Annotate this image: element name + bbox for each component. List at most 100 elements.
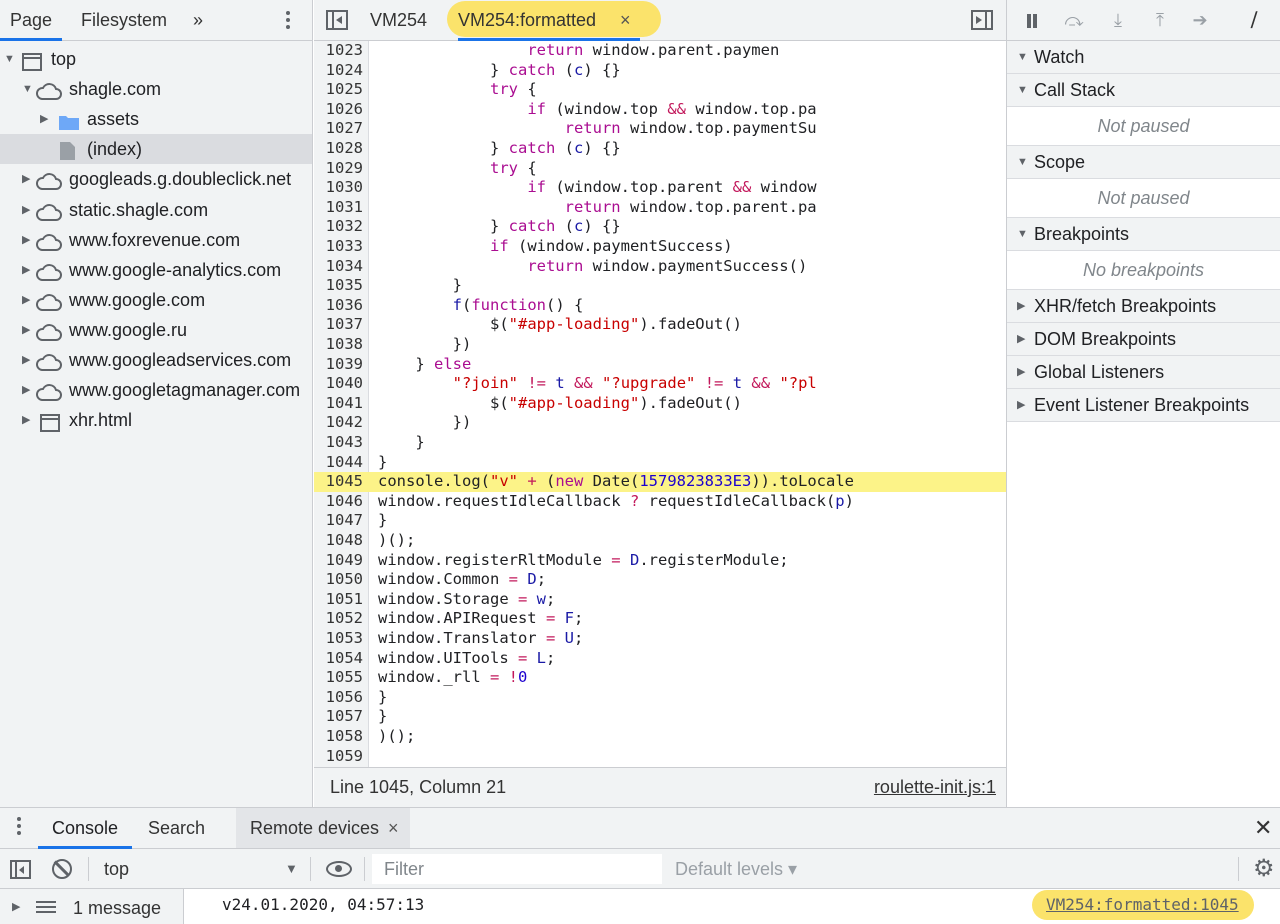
- line-number[interactable]: 1050: [325, 570, 363, 589]
- code-line[interactable]: 1028 } catch (c) {}: [314, 139, 1006, 159]
- drawer-menu-icon[interactable]: [14, 816, 24, 840]
- line-number[interactable]: 1028: [325, 139, 363, 157]
- line-number[interactable]: 1053: [325, 629, 363, 647]
- line-number[interactable]: 1036: [325, 295, 363, 314]
- more-options-icon[interactable]: [282, 9, 294, 31]
- tree-item[interactable]: ▶xhr.html: [0, 405, 312, 435]
- line-number[interactable]: 1043: [325, 433, 363, 451]
- line-number[interactable]: 1024: [325, 60, 363, 79]
- code-line[interactable]: 1033 if (window.paymentSuccess): [314, 237, 1006, 257]
- line-number[interactable]: 1058: [325, 727, 363, 745]
- line-number[interactable]: 1032: [325, 217, 363, 236]
- more-tabs-button[interactable]: »: [193, 10, 204, 30]
- line-number[interactable]: 1037: [325, 315, 363, 334]
- line-number[interactable]: 1055: [325, 668, 363, 687]
- collapsed-arrow-icon[interactable]: ▶: [22, 293, 31, 306]
- code-line[interactable]: 1035 }: [314, 276, 1006, 296]
- code-line[interactable]: 1056}: [314, 688, 1006, 708]
- tree-item[interactable]: ▶googleads.g.doubleclick.net: [0, 164, 312, 194]
- code-line[interactable]: 1036 f(function() {: [314, 296, 1006, 316]
- tab-page[interactable]: Page: [0, 0, 63, 41]
- tree-item[interactable]: ▶static.shagle.com: [0, 195, 312, 225]
- line-number[interactable]: 1038: [325, 335, 363, 353]
- dropdown-caret-icon[interactable]: ▼: [285, 861, 298, 876]
- step-over-icon[interactable]: ⤼: [1064, 10, 1084, 30]
- line-number[interactable]: 1023: [325, 41, 363, 59]
- tree-item[interactable]: ▶www.google.ru: [0, 315, 312, 345]
- line-number[interactable]: 1030: [325, 178, 363, 197]
- collapsed-arrow-icon[interactable]: ▶: [22, 233, 31, 246]
- message-count[interactable]: 1 message: [73, 898, 162, 918]
- tree-item[interactable]: ▶www.googleadservices.com: [0, 345, 312, 375]
- line-number[interactable]: 1045: [325, 472, 363, 491]
- line-number[interactable]: 1052: [325, 609, 363, 628]
- code-line[interactable]: 1027 return window.top.paymentSu: [314, 119, 1006, 139]
- code-line[interactable]: 1059: [314, 747, 1006, 767]
- line-number[interactable]: 1034: [325, 256, 363, 275]
- live-expression-eye-icon[interactable]: [326, 861, 352, 877]
- close-tab-icon[interactable]: ×: [620, 10, 631, 30]
- tree-item[interactable]: (index): [0, 134, 312, 165]
- tree-item[interactable]: ▶www.foxrevenue.com: [0, 225, 312, 255]
- code-line[interactable]: 1048)();: [314, 531, 1006, 551]
- gear-icon[interactable]: ⚙: [1253, 855, 1275, 882]
- collapsed-arrow-icon[interactable]: ▶: [22, 203, 31, 216]
- step-out-icon[interactable]: ⤒: [1156, 10, 1164, 30]
- context-select[interactable]: top: [104, 859, 130, 879]
- code-line[interactable]: 1057}: [314, 707, 1006, 727]
- line-number[interactable]: 1056: [325, 687, 363, 706]
- section-watch[interactable]: ▼Watch: [1007, 41, 1280, 74]
- collapsed-arrow-icon[interactable]: ▶: [1017, 366, 1026, 378]
- expanded-arrow-icon[interactable]: ▼: [1017, 84, 1028, 96]
- expand-arrow-icon[interactable]: ▶: [12, 901, 21, 913]
- expanded-arrow-icon[interactable]: ▼: [1017, 156, 1028, 168]
- line-number[interactable]: 1059: [325, 746, 363, 765]
- line-number[interactable]: 1054: [325, 648, 363, 667]
- code-line[interactable]: 1029 try {: [314, 159, 1006, 179]
- tab-search[interactable]: Search: [148, 818, 206, 838]
- collapsed-arrow-icon[interactable]: ▶: [40, 113, 49, 126]
- collapsed-arrow-icon[interactable]: ▶: [22, 384, 31, 397]
- toggle-debugger-icon[interactable]: [971, 10, 993, 30]
- tree-item[interactable]: ▼top: [0, 44, 312, 74]
- code-line[interactable]: 1023 return window.parent.paymen: [314, 41, 1006, 61]
- tree-item[interactable]: ▶assets: [0, 104, 312, 134]
- line-number[interactable]: 1039: [325, 354, 363, 373]
- line-number[interactable]: 1042: [325, 413, 363, 432]
- code-line[interactable]: 1041 $("#app-loading").fadeOut(): [314, 394, 1006, 414]
- collapsed-arrow-icon[interactable]: ▶: [22, 173, 31, 186]
- code-line[interactable]: 1037 $("#app-loading").fadeOut(): [314, 315, 1006, 335]
- line-number[interactable]: 1031: [325, 197, 363, 216]
- section-global-listeners[interactable]: ▶Global Listeners: [1007, 356, 1280, 389]
- step-into-icon[interactable]: ⤓: [1114, 10, 1122, 30]
- line-number[interactable]: 1027: [325, 119, 363, 138]
- tree-item[interactable]: ▶www.googletagmanager.com: [0, 375, 312, 405]
- code-line[interactable]: 1024 } catch (c) {}: [314, 61, 1006, 81]
- filter-input[interactable]: [372, 854, 662, 884]
- tree-item[interactable]: ▶www.google-analytics.com: [0, 255, 312, 285]
- code-line[interactable]: 1034 return window.paymentSuccess(): [314, 257, 1006, 277]
- code-line[interactable]: 1039 } else: [314, 355, 1006, 375]
- line-number[interactable]: 1044: [325, 452, 363, 471]
- tab-console[interactable]: Console: [37, 808, 133, 849]
- line-number[interactable]: 1057: [325, 707, 363, 726]
- code-line[interactable]: 1058)();: [314, 727, 1006, 747]
- collapsed-arrow-icon[interactable]: ▶: [22, 263, 31, 276]
- code-line[interactable]: 1025 try {: [314, 80, 1006, 100]
- collapsed-arrow-icon[interactable]: ▶: [1017, 300, 1026, 312]
- tab-remote-devices[interactable]: Remote devices: [250, 818, 380, 838]
- line-number[interactable]: 1041: [325, 393, 363, 412]
- toggle-sidebar-icon[interactable]: [10, 860, 31, 879]
- section-breakpoints[interactable]: ▼Breakpoints: [1007, 218, 1280, 251]
- source-link[interactable]: roulette-init.js:1: [873, 777, 996, 797]
- expanded-arrow-icon[interactable]: ▼: [1017, 228, 1028, 240]
